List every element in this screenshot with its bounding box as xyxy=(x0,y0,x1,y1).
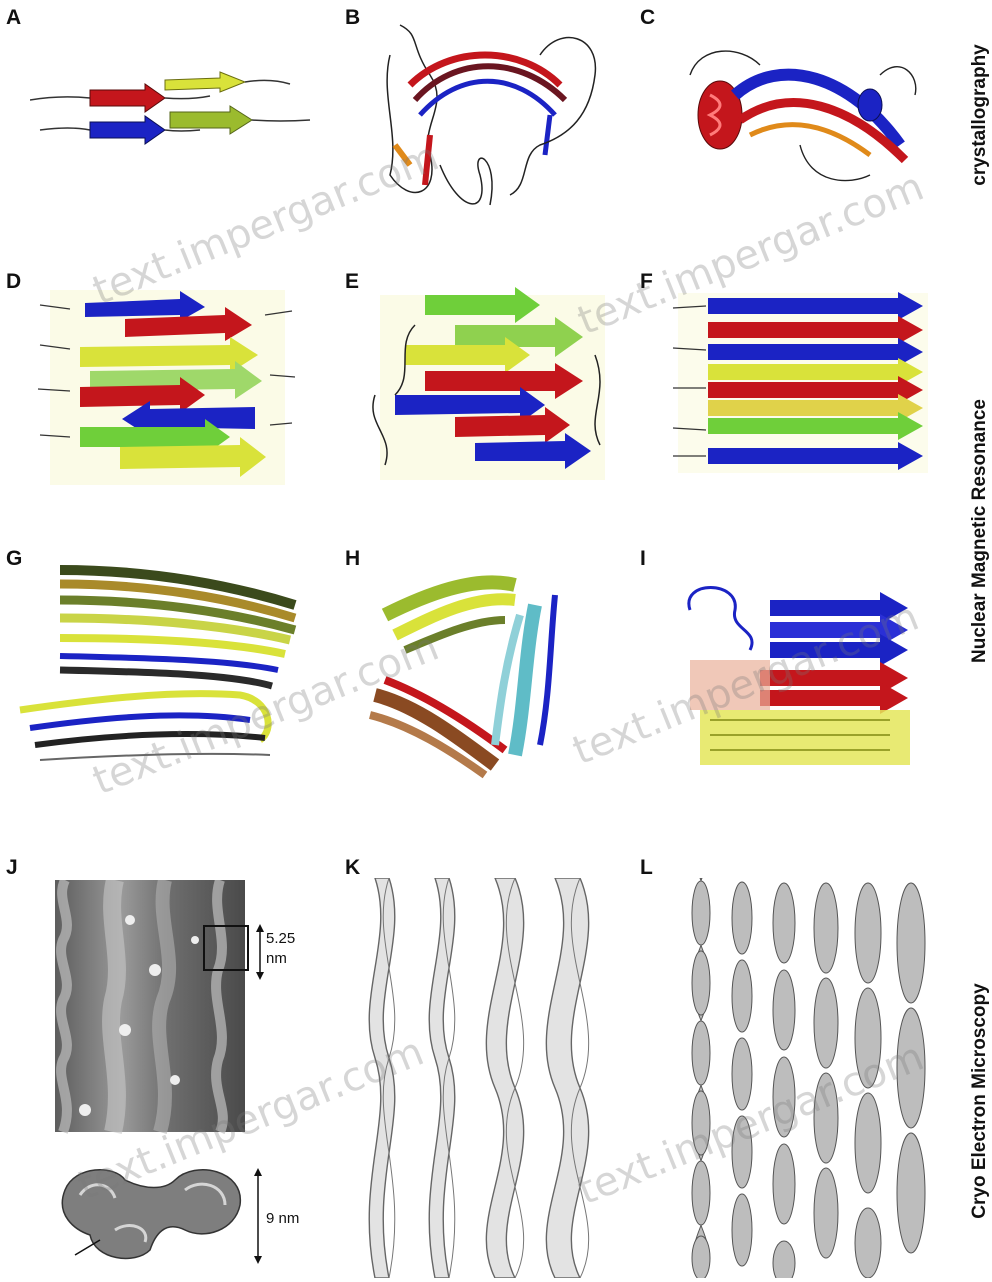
width-scale-bar xyxy=(250,1168,266,1264)
panel-b-dimer-ribbon xyxy=(370,15,610,230)
side-label-cryo-em: Cryo Electron Microscopy xyxy=(969,921,991,1281)
panel-a-beta-strands xyxy=(30,60,320,170)
spacing-bracket xyxy=(202,922,264,984)
panel-label-a: A xyxy=(6,6,21,30)
panel-i-cross-beta-turn xyxy=(650,580,935,780)
panel-label-k: K xyxy=(345,856,360,880)
panel-label-c: C xyxy=(640,6,655,30)
panel-h-protofilament-trimer xyxy=(355,555,595,785)
panel-j-cryo-em-surface xyxy=(55,880,250,1135)
panel-label-j: J xyxy=(6,856,18,880)
panel-c-protein-fold xyxy=(680,35,930,195)
spacing-unit: nm xyxy=(266,950,287,967)
panel-g-protofilament xyxy=(10,560,310,775)
panel-label-i: I xyxy=(640,547,646,571)
panel-label-b: B xyxy=(345,6,360,30)
panel-label-l: L xyxy=(640,856,653,880)
panel-j-cross-section xyxy=(55,1160,250,1270)
panel-d-stacked-sheets xyxy=(30,285,300,490)
side-label-nmr: Nuclear Magnetic Resonance xyxy=(969,351,991,711)
panel-l-periodic-fibrils xyxy=(680,878,935,1278)
side-label-crystallography: crystallography xyxy=(969,15,991,215)
panel-label-d: D xyxy=(6,270,21,294)
panel-label-f: F xyxy=(640,270,653,294)
panel-k-twisted-fibrils xyxy=(355,878,610,1278)
width-value: 9 nm xyxy=(266,1210,299,1227)
spacing-value: 5.25 xyxy=(266,930,295,947)
panel-e-cross-beta-stack xyxy=(355,285,625,490)
panel-f-parallel-sheets xyxy=(668,288,943,478)
